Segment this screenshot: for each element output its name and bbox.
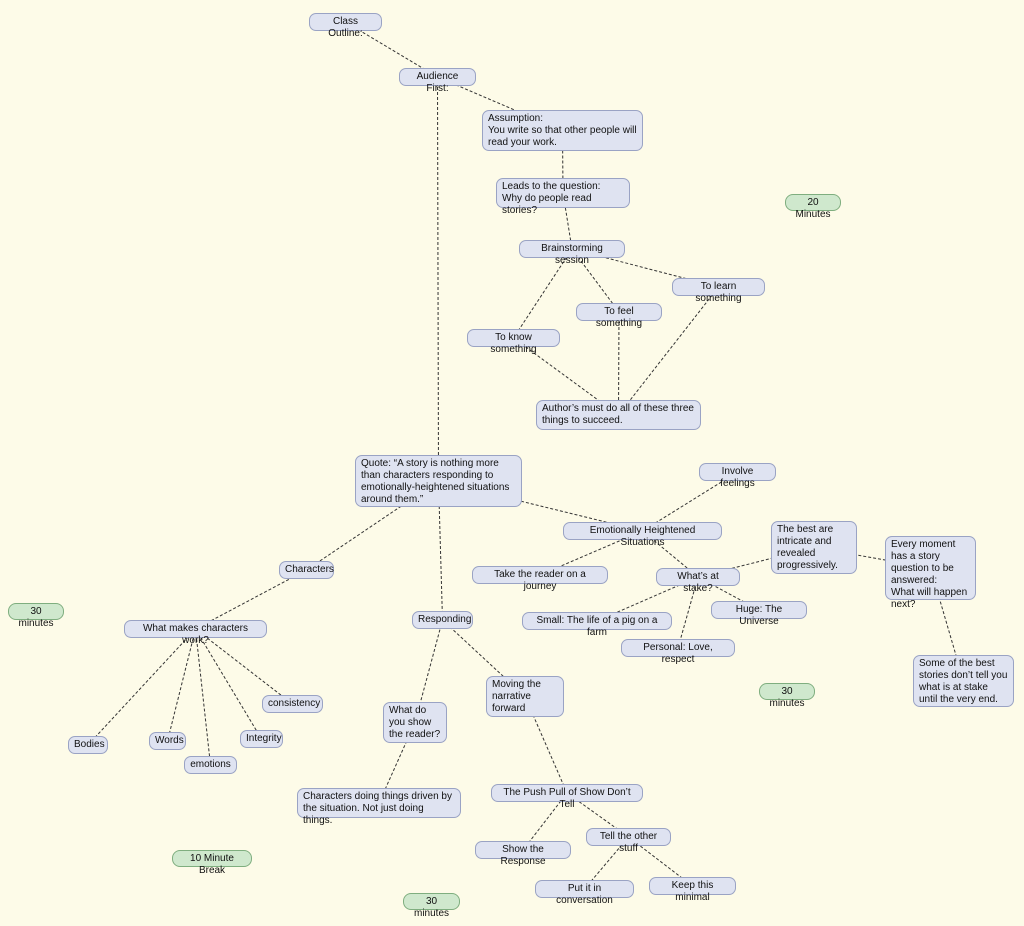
time-label-30-minutes-right[interactable]: 30 minutes <box>759 683 815 709</box>
node-emotionally-heightened[interactable]: Emotionally Heightened Situations <box>563 522 722 548</box>
connector-what_makes-bodies <box>87 628 196 746</box>
node-personal[interactable]: Personal: Love, respect <box>621 639 735 665</box>
node-put-conversation[interactable]: Put it in conversation <box>535 880 634 906</box>
connector-what_makes-emotions <box>195 628 211 766</box>
node-huge[interactable]: Huge: The Universe <box>711 601 807 627</box>
node-class-outline[interactable]: Class Outline: <box>309 13 382 39</box>
node-integrity[interactable]: Integrity <box>240 730 283 748</box>
node-emotions[interactable]: emotions <box>184 756 237 774</box>
node-involve-feelings[interactable]: Involve feelings <box>699 463 776 489</box>
node-brainstorming[interactable]: Brainstorming session <box>519 240 625 266</box>
node-tell-other[interactable]: Tell the other stuff <box>586 828 671 854</box>
node-characters-doing[interactable]: Characters doing things driven by the si… <box>297 788 461 826</box>
node-leads-question[interactable]: Leads to the question: Why do people rea… <box>496 178 630 216</box>
node-show-response[interactable]: Show the Response <box>475 841 571 867</box>
time-label-30-minutes-bottom[interactable]: 30 minutes <box>403 893 460 919</box>
time-label-10-minute-break[interactable]: 10 Minute Break <box>172 850 252 876</box>
node-words[interactable]: Words <box>149 732 186 750</box>
node-every-moment[interactable]: Every moment has a story question to be … <box>885 536 976 610</box>
node-best-are[interactable]: The best are intricate and revealed prog… <box>771 521 857 574</box>
node-consistency[interactable]: consistency <box>262 695 323 713</box>
node-whats-at-stake[interactable]: What’s at stake? <box>656 568 740 594</box>
node-responding[interactable]: Responding <box>412 611 473 629</box>
node-quote[interactable]: Quote: “A story is nothing more than cha… <box>355 455 522 507</box>
node-moving-narrative[interactable]: Moving the narrative forward <box>486 676 564 717</box>
node-characters[interactable]: Characters <box>279 561 334 579</box>
node-to-feel[interactable]: To feel something <box>576 303 662 329</box>
node-what-makes[interactable]: What makes characters work? <box>124 620 267 646</box>
connector-audience_first-quote <box>437 76 439 482</box>
node-some-best[interactable]: Some of the best stories don’t tell you … <box>913 655 1014 707</box>
node-small[interactable]: Small: The life of a pig on a farm <box>522 612 672 638</box>
node-assumption[interactable]: Assumption: You write so that other peop… <box>482 110 643 151</box>
node-keep-minimal[interactable]: Keep this minimal <box>649 877 736 903</box>
node-take-reader[interactable]: Take the reader on a journey <box>472 566 608 592</box>
node-what-show[interactable]: What do you show the reader? <box>383 702 447 743</box>
connector-what_makes-consistency <box>195 628 293 705</box>
node-authors-must[interactable]: Author’s must do all of these three thin… <box>536 400 701 430</box>
time-label-20-minutes[interactable]: 20 Minutes <box>785 194 841 220</box>
node-push-pull[interactable]: The Push Pull of Show Don’t Tell <box>491 784 643 810</box>
time-label-30-minutes-left[interactable]: 30 minutes <box>8 603 64 629</box>
node-bodies[interactable]: Bodies <box>68 736 108 754</box>
node-audience-first[interactable]: Audience First: <box>399 68 476 94</box>
node-to-learn[interactable]: To learn something <box>672 278 765 304</box>
node-to-know[interactable]: To know something <box>467 329 560 355</box>
